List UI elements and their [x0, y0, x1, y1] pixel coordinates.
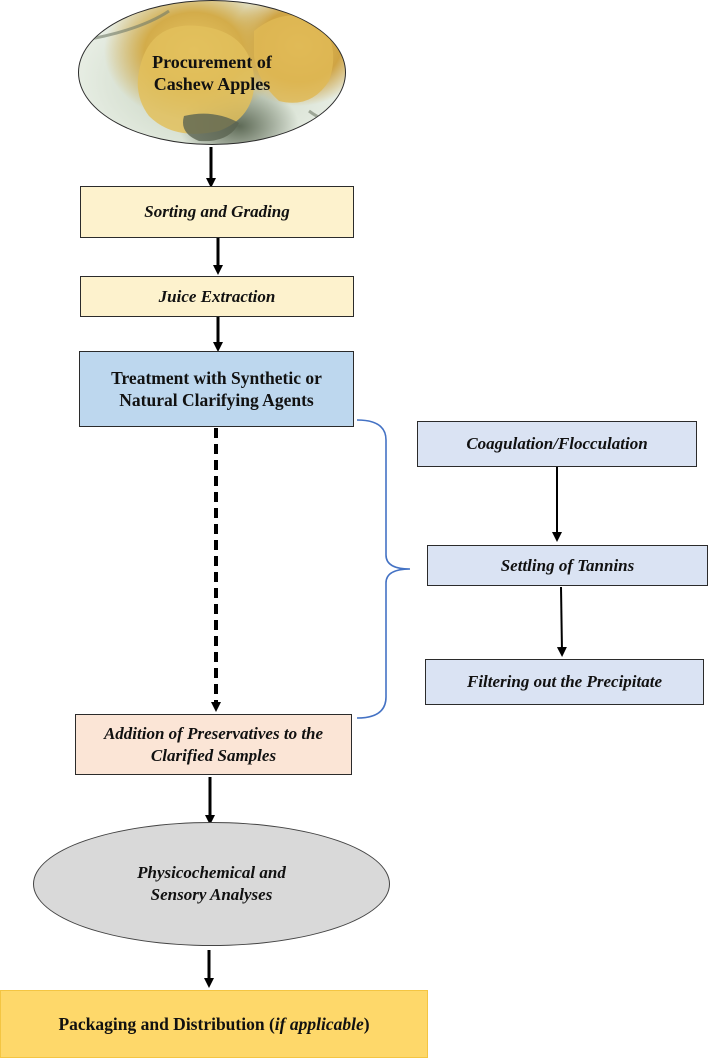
juice-extraction-box: Juice Extraction	[80, 276, 354, 317]
cashew-apple-image	[79, 9, 345, 142]
packaging-label-italic: if applicable	[274, 1014, 364, 1034]
preservatives-label: Addition of Preservatives to the Clarifi…	[103, 723, 324, 765]
analyses-ellipse: Physicochemical and Sensory Analyses	[33, 822, 390, 946]
arrow-settling-to-filtering	[556, 586, 567, 657]
packaging-label-main: Packaging and Distribution (	[58, 1014, 275, 1034]
filtering-box: Filtering out the Precipitate	[425, 659, 704, 705]
sorting-grading-box: Sorting and Grading	[80, 186, 354, 238]
subprocess-brace	[356, 419, 411, 719]
analyses-label: Physicochemical and Sensory Analyses	[137, 863, 286, 904]
coagulation-box: Coagulation/Flocculation	[417, 421, 697, 467]
settling-label: Settling of Tannins	[500, 555, 635, 575]
packaging-label: Packaging and Distribution (if applicabl…	[58, 1013, 369, 1035]
treatment-label: Treatment with Synthetic or Natural Clar…	[111, 368, 322, 410]
packaging-label-end: )	[363, 1014, 370, 1034]
filtering-label: Filtering out the Precipitate	[466, 672, 663, 691]
settling-box: Settling of Tannins	[427, 545, 708, 586]
coagulation-label: Coagulation/Flocculation	[466, 434, 648, 453]
juice-extraction-label: Juice Extraction	[158, 286, 276, 306]
procurement-node: Procurement of Cashew Apples	[78, 0, 346, 145]
packaging-box: Packaging and Distribution (if applicabl…	[0, 990, 428, 1058]
treatment-box: Treatment with Synthetic or Natural Clar…	[79, 351, 354, 427]
preservatives-box: Addition of Preservatives to the Clarifi…	[75, 714, 352, 775]
procurement-label: Procurement of Cashew Apples	[152, 51, 272, 94]
sorting-grading-label: Sorting and Grading	[144, 202, 290, 221]
